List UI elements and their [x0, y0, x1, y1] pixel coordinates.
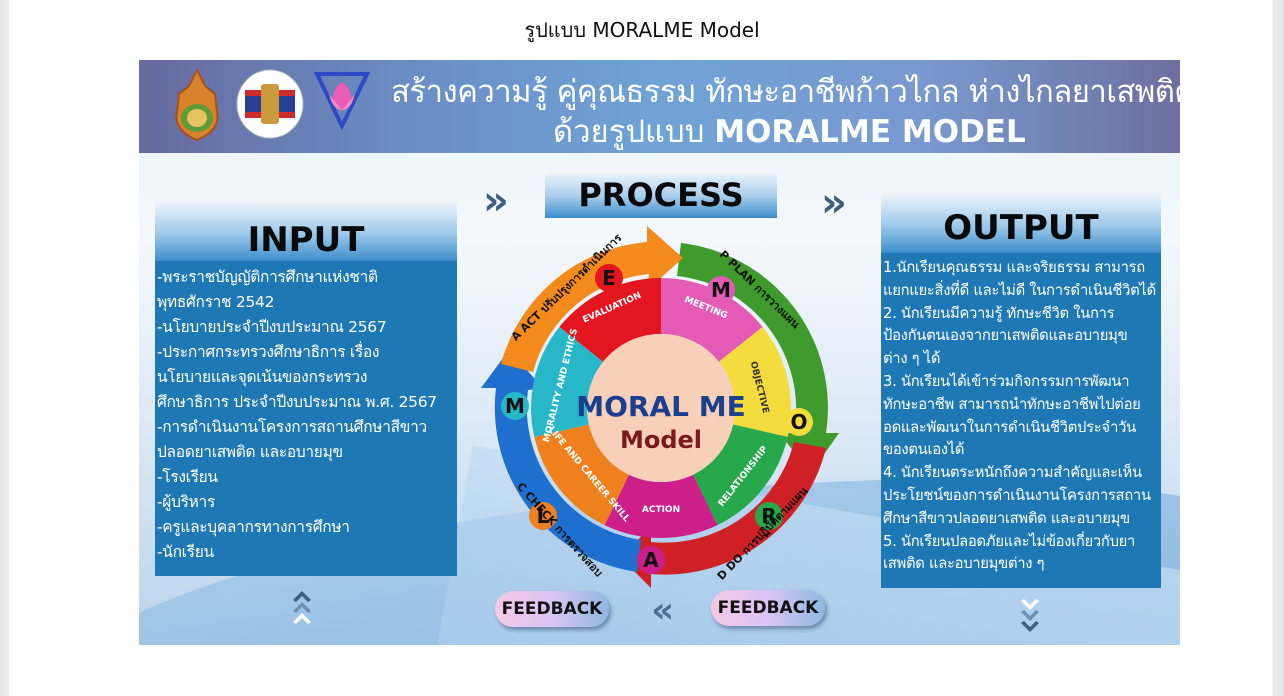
segment-evaluation [559, 278, 661, 362]
segment-life-career-skill [534, 424, 629, 526]
input-line: -ประกาศกระทรวงศึกษาธิการ เรื่อง [157, 343, 380, 361]
moralme-cycle-diagram: M O R A L M E MEETING OBJECTIVE RELATION… [481, 226, 839, 588]
banner-subtitle-prefix: ด้วยรูปแบบ [553, 114, 715, 150]
output-line: ต่าง ๆ ได้ [883, 350, 941, 368]
poster-banner: สร้างความรู้ คู่คุณธรรม ทักษะอาชีพก้าวไก… [139, 60, 1180, 153]
input-line: -นักเรียน [157, 543, 214, 561]
segment-morality-ethics [531, 326, 604, 437]
banner-subtitle: ด้วยรูปแบบ MORALME MODEL [553, 106, 1026, 156]
segment-objective [718, 326, 791, 437]
badge-r: R [761, 504, 776, 528]
segment-letter-badges: M O R A L M E [501, 264, 813, 574]
output-list: 1.นักเรียนคุณธรรม และจริยธรรม สามารถ แยก… [881, 257, 1161, 576]
badge-e: E [602, 266, 616, 290]
output-line: ป้องกันตนเองจากยาเสพติดและอบายมุข [883, 327, 1128, 345]
segment-relationship [693, 424, 788, 526]
banner-model-name: MORALME MODEL [714, 114, 1026, 150]
output-line: 1.นักเรียนคุณธรรม และจริยธรรม สามารถ [883, 259, 1145, 276]
segment-meeting [661, 278, 763, 362]
school-emblem-logo [236, 69, 304, 139]
input-line: -นโยบายประจำปีงบประมาณ 2567 [157, 318, 387, 336]
output-line: ทักษะอาชีพ สามารถนำทักษะอาชีพไปต่อย [883, 395, 1141, 413]
document-title: รูปแบบ MORALME Model [524, 18, 760, 42]
input-line: -การดำเนินงานโครงการสถานศึกษาสีขาว [157, 418, 427, 436]
input-list: -พระราชบัญญัติการศึกษาแห่งชาติ พุทธศักรา… [155, 265, 457, 565]
output-line: ประโยชน์ของการดำเนินงานโครงการสถาน [883, 486, 1151, 504]
process-heading: PROCESS [545, 170, 777, 218]
white-school-lotus-logo [313, 72, 371, 131]
feedback-button-right: FEEDBACK [711, 590, 825, 626]
feedback-button-left: FEEDBACK [495, 591, 609, 627]
input-panel: INPUT -พระราชบัญญัติการศึกษาแห่งชาติ พุท… [155, 201, 457, 576]
segment-title-action: ACTION [642, 505, 680, 515]
center-subtitle: Model [620, 426, 702, 454]
badge-a: A [643, 548, 659, 572]
input-line: -โรงเรียน [157, 468, 218, 486]
input-line: -พระราชบัญญัติการศึกษาแห่งชาติ [157, 268, 378, 286]
output-line: 5. นักเรียนปลอดภัยและไม่ข้องเกี่ยวกับยา [883, 532, 1136, 550]
moralme-segments [531, 278, 791, 538]
moralme-poster: สร้างความรู้ คู่คุณธรรม ทักษะอาชีพก้าวไก… [139, 60, 1180, 645]
chevron-down-triple-icon [1021, 599, 1039, 632]
input-line: นโยบายและจุดเน้นของกระทรวง [157, 368, 368, 386]
badge-l: L [537, 504, 550, 528]
badge-m: M [711, 278, 731, 302]
chevron-left-icon: « [651, 590, 674, 631]
badge-m2: M [505, 394, 525, 418]
segment-action [604, 474, 718, 538]
input-line: -ครูและบุคลากรทางการศึกษา [157, 518, 350, 536]
input-line: ปลอดยาเสพติด และอบายมุข [157, 443, 343, 461]
cycle-act-arrow [501, 226, 683, 372]
input-line: -ผู้บริหาร [157, 493, 215, 511]
output-line: 2. นักเรียนมีความรู้ ทักษะชีวิต ในการ [883, 304, 1115, 322]
page-edge-right [1272, 0, 1284, 696]
output-line: แยกแยะสิ่งที่ดี และไม่ดี ในการดำเนินชีวิ… [883, 281, 1156, 299]
output-panel: OUTPUT 1.นักเรียนคุณธรรม และจริยธรรม สาม… [881, 193, 1161, 588]
input-line: ศึกษาธิการ ประจำปีงบประมาณ พ.ศ. 2567 [157, 393, 437, 411]
center-title: MORAL ME [576, 390, 745, 423]
badge-o: O [790, 410, 807, 434]
output-line: 3. นักเรียนได้เข้าร่วมกิจกรรมการพัฒนา [883, 372, 1130, 390]
input-line: พุทธศักราช 2542 [157, 293, 275, 311]
output-line: 4. นักเรียนตระหนักถึงความสำคัญและเห็น [883, 464, 1142, 482]
cycle-do-arrow [621, 442, 826, 588]
output-line: อดและพัฒนาในการดำเนินชีวิตประจำวัน [883, 418, 1136, 436]
center-circle [587, 334, 735, 482]
output-line: เสพติด และอบายมุขต่าง ๆ [883, 555, 1045, 573]
output-heading: OUTPUT [881, 193, 1161, 253]
input-heading: INPUT [155, 201, 457, 261]
page-edge-left [0, 0, 10, 696]
output-line: ศึกษาสีขาวปลอดยาเสพติด และอบายมุข [883, 509, 1130, 527]
obec-emblem-logo [175, 68, 219, 142]
chevron-up-triple-icon [293, 591, 311, 624]
banner-slogan: สร้างความรู้ คู่คุณธรรม ทักษะอาชีพก้าวไก… [391, 74, 1180, 110]
output-line: ของตนเองได้ [883, 441, 965, 459]
